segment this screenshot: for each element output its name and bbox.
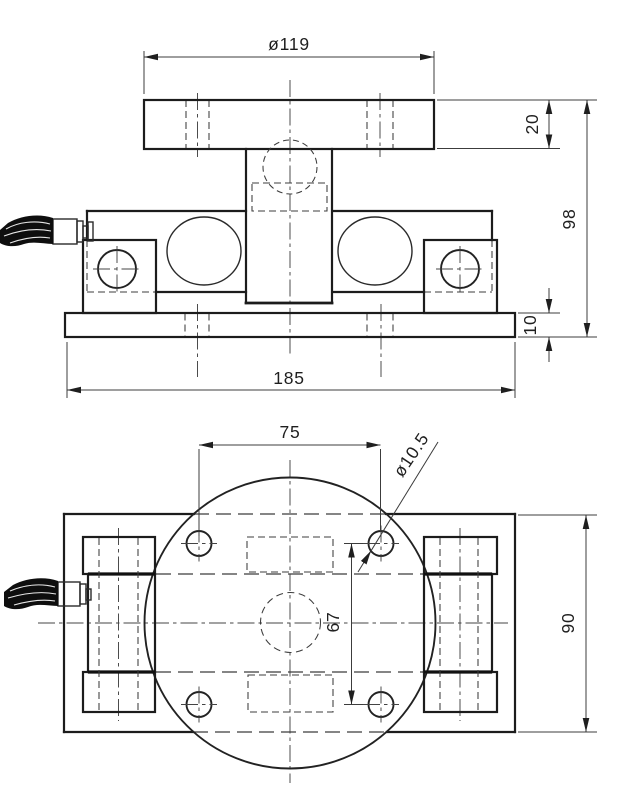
- body-hole-right: [337, 216, 413, 286]
- plan-centerlines: [38, 460, 508, 783]
- dim-base-plate-length: 185: [66, 342, 516, 398]
- dim-label-98: 98: [559, 208, 579, 229]
- dim-label-90: 90: [558, 612, 578, 633]
- dim-label-10: 10: [520, 314, 540, 335]
- front-view: ø119 20 98 10 185: [0, 34, 597, 398]
- hidden-pocket: [251, 182, 328, 212]
- load-cell-body: [85, 209, 494, 294]
- front-centerlines: [184, 80, 394, 377]
- dim-top-plate-diameter: ø119: [143, 34, 435, 94]
- plan-slot-bottom: [247, 674, 334, 713]
- clamp-block-right: [422, 238, 499, 315]
- dim-overall-height: 98: [518, 100, 597, 338]
- dim-base-plate-thickness: 10: [518, 288, 560, 362]
- plan-body-hidden-edges: [156, 573, 424, 673]
- load-button-hidden: [262, 139, 318, 195]
- cable: [0, 215, 53, 247]
- dim-label-diameter-119: ø119: [268, 34, 310, 54]
- plan-clamp-left: [81, 535, 157, 714]
- top-view: 75 ø10.5 67 90: [4, 422, 597, 783]
- base-plate: [63, 311, 517, 339]
- dim-label-10_5: ø10.5: [389, 429, 433, 481]
- top-plate: [142, 98, 436, 151]
- center-stem: [244, 147, 334, 305]
- dim-label-75: 75: [279, 422, 300, 442]
- clamp-block-left: [81, 238, 158, 315]
- dim-top-plate-thickness: 20: [437, 99, 597, 149]
- dim-bolt-spacing-height: 67: [323, 543, 363, 705]
- dim-label-185: 185: [273, 368, 305, 388]
- dim-bolt-spacing-width: 75: [198, 422, 381, 536]
- plan-mounting-holes: [181, 525, 399, 723]
- plan-base-plate: [62, 512, 517, 734]
- dim-label-67: 67: [323, 611, 343, 632]
- body-hole-left: [166, 216, 242, 286]
- plan-cable: [4, 578, 58, 610]
- plan-slot-top: [246, 536, 334, 573]
- plan-clamp-right: [422, 535, 499, 714]
- plan-top-plate-circle: [143, 476, 437, 770]
- dim-base-plate-width: 90: [518, 514, 597, 733]
- plan-center-hole-hidden: [259, 591, 322, 654]
- dim-label-20: 20: [522, 113, 542, 134]
